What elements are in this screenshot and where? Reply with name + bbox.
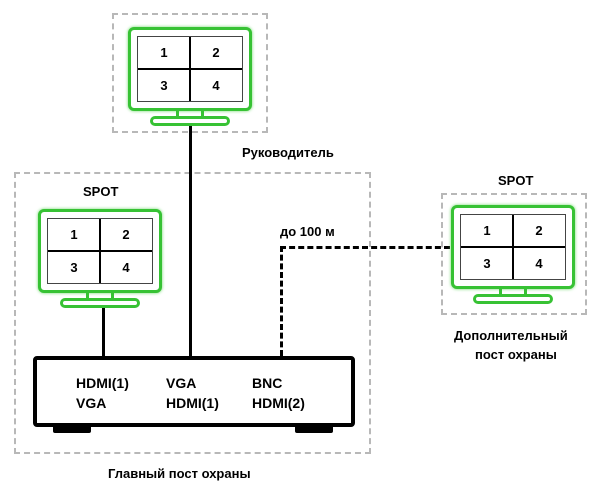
quadrant-4: 4: [212, 78, 220, 93]
port-col2-line1: VGA: [166, 375, 197, 391]
quadrant-1: 1: [70, 227, 78, 242]
monitor-neck: [499, 289, 527, 295]
quadrant-3: 3: [70, 260, 78, 275]
port-col1-line1: HDMI(1): [76, 375, 129, 391]
port-col3-line1: BNC: [252, 375, 283, 391]
director-caption: Руководитель: [242, 145, 334, 160]
monitor-screen: 1 2 3 4: [128, 27, 252, 111]
remote-dashed-link-h: [280, 246, 450, 249]
spot-remote-caption: SPOT: [498, 173, 534, 188]
port-col3-line2: HDMI(2): [252, 395, 305, 411]
spot-main-monitor: 1 2 3 4: [38, 209, 162, 309]
port-col1-line2: VGA: [76, 395, 107, 411]
quadrant-4: 4: [122, 260, 130, 275]
remote-post-caption-line2: пост охраны: [475, 347, 557, 362]
monitor-stand: [473, 294, 553, 304]
quadrant-1: 1: [483, 223, 491, 238]
spot-connection-line: [102, 298, 105, 358]
remote-post-frame: [441, 193, 587, 315]
remote-post-caption-line1: Дополнительный: [454, 328, 568, 343]
main-post-caption: Главный пост охраны: [108, 466, 251, 481]
video-recorder: HDMI(1) VGA VGA HDMI(1) BNC HDMI(2): [33, 356, 355, 427]
monitor-neck: [86, 293, 114, 299]
recorder-foot-right: [295, 425, 333, 433]
quadrant-3: 3: [160, 78, 168, 93]
spot-remote-monitor: 1 2 3 4: [451, 205, 575, 305]
monitor-screen: 1 2 3 4: [451, 205, 575, 289]
monitor-stand: [60, 298, 140, 308]
monitor-stand: [150, 116, 230, 126]
quadrant-1: 1: [160, 45, 168, 60]
director-monitor: 1 2 3 4: [128, 27, 252, 127]
main-post-frame: [14, 172, 371, 454]
recorder-foot-left: [53, 425, 91, 433]
quadrant-2: 2: [535, 223, 543, 238]
quadrant-2: 2: [122, 227, 130, 242]
quadrant-3: 3: [483, 256, 491, 271]
port-col2-line2: HDMI(1): [166, 395, 219, 411]
monitor-screen: 1 2 3 4: [38, 209, 162, 293]
spot-main-caption: SPOT: [83, 184, 119, 199]
distance-label: до 100 м: [280, 224, 335, 239]
remote-dashed-link-v: [280, 246, 283, 356]
quadrant-4: 4: [535, 256, 543, 271]
director-connection-line: [189, 118, 192, 358]
monitor-neck: [176, 111, 204, 117]
quadrant-2: 2: [212, 45, 220, 60]
